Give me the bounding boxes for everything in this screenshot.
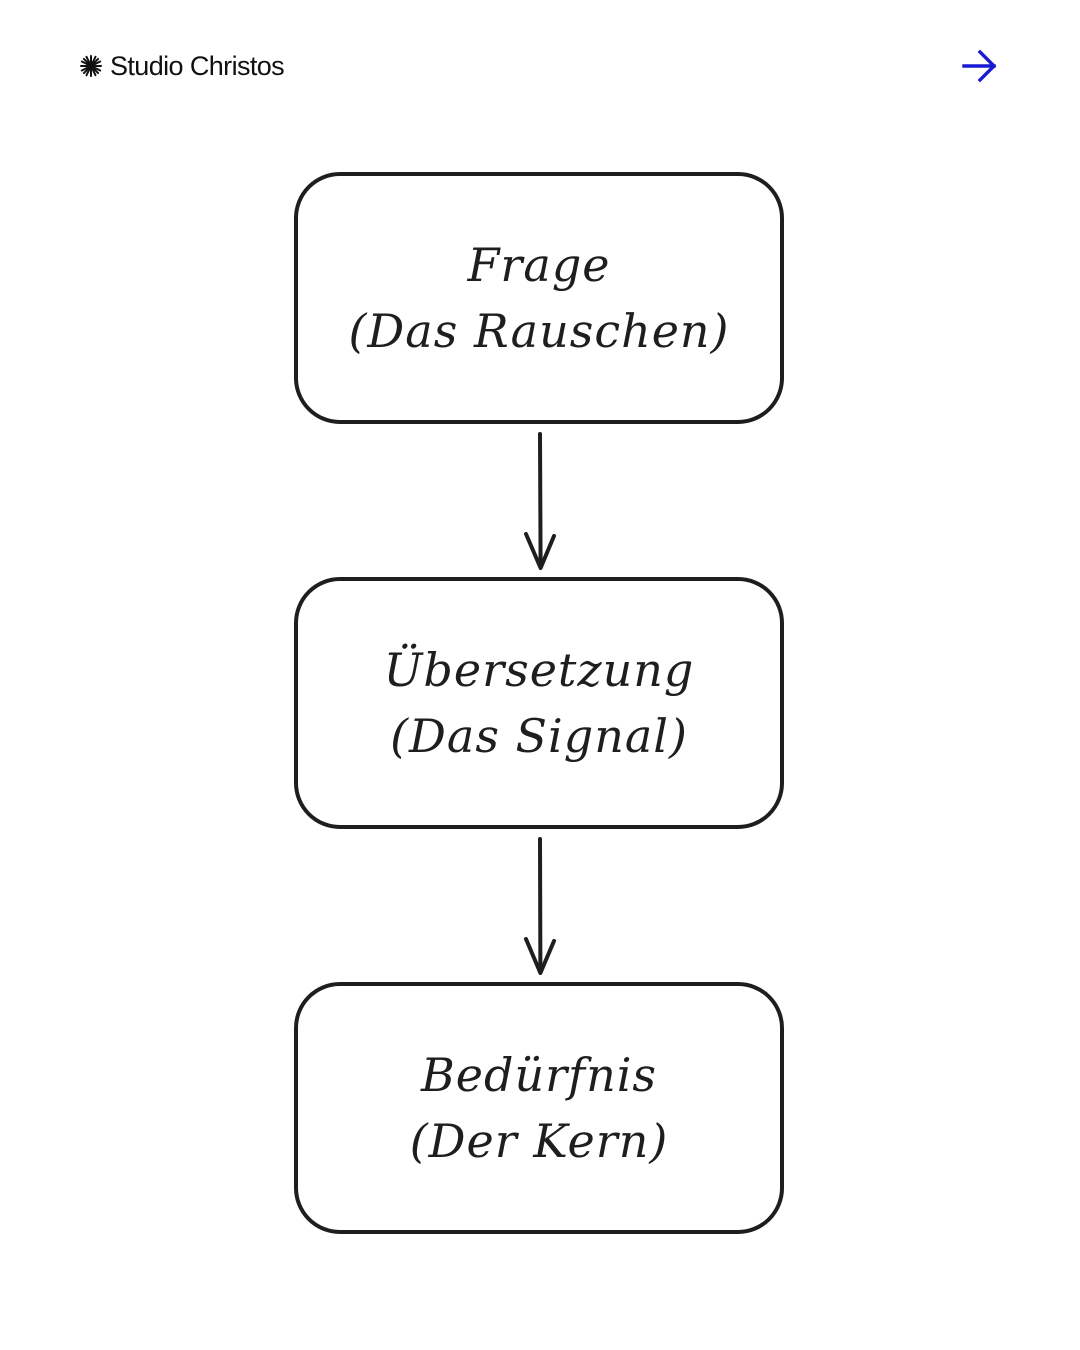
sparkle-icon xyxy=(80,55,102,77)
arrow-right-icon[interactable] xyxy=(960,46,1000,86)
header: Studio Christos xyxy=(80,44,1000,88)
node-subtitle: (Das Rauschen) xyxy=(348,304,730,358)
node-frage: Frage (Das Rauschen) xyxy=(294,172,784,424)
node-title: Übersetzung xyxy=(383,643,695,697)
node-title: Bedürfnis xyxy=(420,1048,658,1102)
node-subtitle: (Der Kern) xyxy=(409,1114,669,1168)
arrow-down-connector xyxy=(524,432,556,570)
brand-name: Studio Christos xyxy=(110,50,285,81)
node-uebersetzung: Übersetzung (Das Signal) xyxy=(294,577,784,829)
arrow-down-connector xyxy=(524,837,556,975)
node-subtitle: (Das Signal) xyxy=(390,709,688,763)
node-beduerfnis: Bedürfnis (Der Kern) xyxy=(294,982,784,1234)
brand[interactable]: Studio Christos xyxy=(80,44,285,88)
node-title: Frage xyxy=(467,238,611,292)
